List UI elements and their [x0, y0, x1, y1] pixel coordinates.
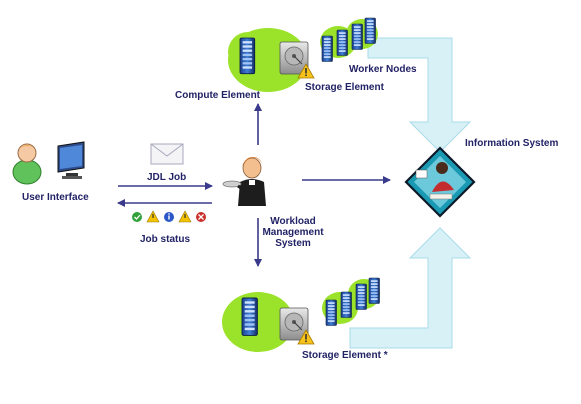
server-rack-icon: [241, 297, 258, 336]
server-rack-icon: [321, 35, 333, 62]
wms-label-line3: System: [275, 238, 311, 249]
compute-element-label: Compute Element: [175, 90, 261, 101]
server-rack-icon: [340, 291, 352, 318]
user-icon: [12, 143, 42, 185]
user-interface-label: User Interface: [22, 192, 89, 203]
monitor-icon: [57, 141, 85, 179]
bottom-site-cluster: [222, 277, 380, 352]
information-system-icon: [404, 146, 476, 218]
server-rack-icon: [355, 283, 367, 310]
top-site-cluster: [228, 28, 315, 92]
warning-status-icon: [146, 210, 160, 223]
job-status-label: Job status: [140, 234, 191, 245]
job-status-icons: [132, 210, 206, 223]
server-rack-icon: [351, 23, 363, 50]
server-rack-icon: [364, 17, 376, 44]
info-status-icon: [164, 212, 174, 222]
alert-status-icon: [178, 210, 192, 223]
manager-icon: [222, 156, 266, 206]
worker-nodes-cluster: [320, 17, 378, 62]
storage-element-bottom-label: Storage Element *: [302, 350, 388, 361]
envelope-icon: [150, 143, 184, 165]
wms-label: Workload Management System: [262, 216, 324, 249]
information-system-label: Information System: [465, 138, 559, 149]
server-rack-icon: [368, 277, 380, 304]
error-status-icon: [196, 212, 206, 222]
worker-nodes-label: Worker Nodes: [349, 64, 417, 75]
ok-status-icon: [132, 212, 142, 222]
storage-element-top-label: Storage Element: [305, 82, 384, 93]
server-rack-icon: [325, 299, 337, 326]
jdl-job-label: JDL Job: [147, 172, 187, 183]
bottom-site-blob: [222, 292, 294, 352]
wms-label-line1: Workload: [270, 216, 316, 227]
server-rack-icon: [336, 29, 348, 56]
information-flow: [349, 37, 472, 349]
flow-arrows: [117, 103, 391, 267]
wms-label-line2: Management: [262, 227, 324, 238]
server-rack-icon: [239, 37, 256, 75]
